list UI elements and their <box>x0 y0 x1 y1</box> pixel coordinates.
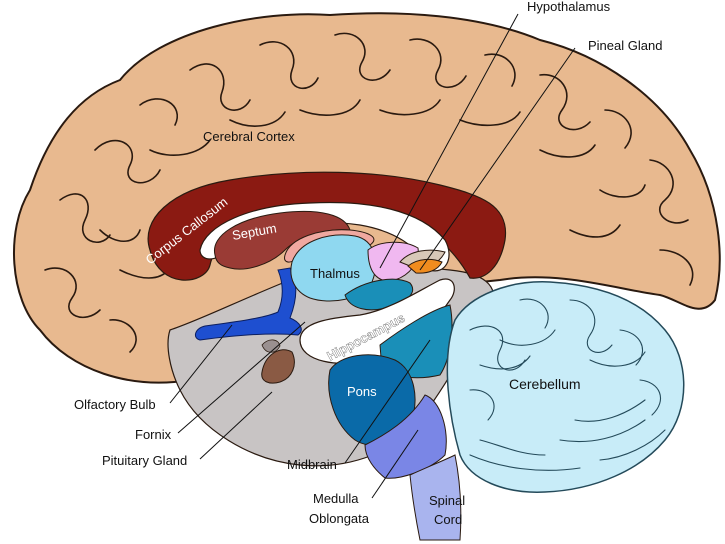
medulla-label-line1: Medulla <box>313 491 359 506</box>
cerebellum-label: Cerebellum <box>509 376 581 392</box>
hypothalamus-label: Hypothalamus <box>527 0 611 14</box>
cerebellum-folia <box>469 298 666 471</box>
fornix-label: Fornix <box>135 427 172 442</box>
spinal-cord-shape <box>409 454 462 541</box>
olfactory-stalk <box>261 339 281 353</box>
midbrain-label: Midbrain <box>287 457 337 472</box>
pituitary-gland-shape <box>261 349 295 384</box>
cerebral-cortex-label: Cerebral Cortex <box>203 129 295 144</box>
medulla-shape <box>364 394 447 479</box>
pituitary-gland-label: Pituitary Gland <box>102 453 187 468</box>
medulla-label-line2: Oblongata <box>309 511 370 526</box>
cerebellum-shape <box>446 281 685 493</box>
pons-label: Pons <box>347 384 377 399</box>
fornix-shape <box>194 267 302 341</box>
thalmus-label: Thalmus <box>310 266 360 281</box>
olfactory-bulb-label: Olfactory Bulb <box>74 397 156 412</box>
spinal-label-line1: Spinal <box>429 493 465 508</box>
pineal-gland-shape <box>407 258 443 274</box>
leader-lines <box>169 13 576 499</box>
pineal-gland-label: Pineal Gland <box>588 38 662 53</box>
cortex-folds <box>44 32 694 353</box>
spinal-label-line2: Cord <box>434 512 462 527</box>
